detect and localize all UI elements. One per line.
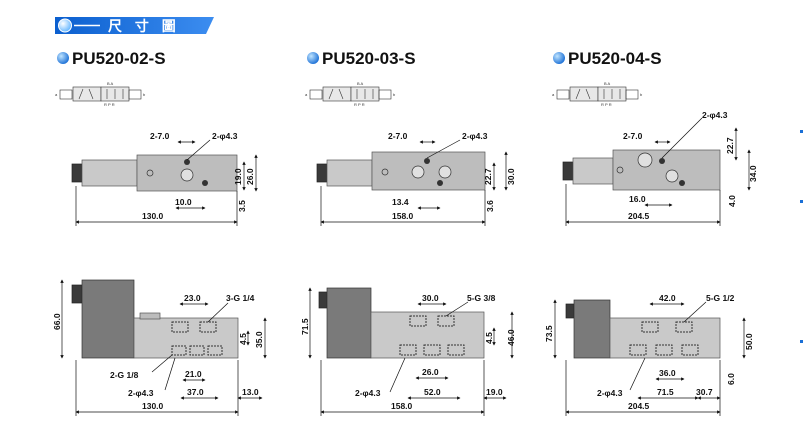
svg-text:3.6: 3.6 (485, 200, 495, 212)
svg-text:66.0: 66.0 (52, 313, 62, 330)
svg-text:2-φ4.3: 2-φ4.3 (462, 131, 488, 141)
svg-text:16.0: 16.0 (629, 194, 646, 204)
svg-text:158.0: 158.0 (391, 401, 413, 411)
svg-text:34.0: 34.0 (748, 165, 758, 182)
svg-text:10.0: 10.0 (175, 197, 192, 207)
svg-text:73.5: 73.5 (544, 325, 554, 342)
svg-text:30.0: 30.0 (506, 168, 516, 185)
svg-text:50.0: 50.0 (744, 333, 754, 350)
svg-text:2-φ4.3: 2-φ4.3 (212, 131, 238, 141)
svg-text:2-φ4.3: 2-φ4.3 (128, 388, 154, 398)
model-name: PU520-02-S (72, 49, 166, 68)
svg-text:b: b (393, 92, 396, 97)
svg-text:5-G 1/2: 5-G 1/2 (706, 293, 735, 303)
svg-text:71.5: 71.5 (657, 387, 674, 397)
svg-text:204.5: 204.5 (628, 401, 650, 411)
svg-text:4.5: 4.5 (484, 332, 494, 344)
svg-text:36.0: 36.0 (659, 368, 676, 378)
bullet-icon (553, 52, 565, 64)
svg-text:b: b (143, 92, 146, 97)
svg-text:a: a (55, 92, 58, 97)
svg-text:3-G 1/4: 3-G 1/4 (226, 293, 255, 303)
svg-text:B A: B A (357, 81, 364, 86)
svg-text:4.0: 4.0 (727, 195, 737, 207)
svg-text:a: a (305, 92, 308, 97)
svg-text:2-G 1/8: 2-G 1/8 (110, 370, 139, 380)
bullet-icon (58, 18, 72, 33)
svg-text:21.0: 21.0 (185, 369, 202, 379)
svg-text:130.0: 130.0 (142, 401, 164, 411)
svg-text:204.5: 204.5 (628, 211, 650, 221)
model-name: PU520-04-S (568, 49, 662, 68)
top-view-1: 130.0 2-7.0 2-φ4.3 10.0 19.0 26.0 3.5 (71, 131, 258, 226)
svg-text:130.0: 130.0 (142, 211, 164, 221)
svg-text:37.0: 37.0 (187, 387, 204, 397)
valve-symbol-1: a b B A R P R (55, 81, 146, 107)
svg-text:2-φ4.3: 2-φ4.3 (702, 110, 728, 120)
svg-text:22.7: 22.7 (725, 137, 735, 154)
svg-text:3.5: 3.5 (237, 200, 247, 212)
svg-text:26.0: 26.0 (245, 168, 255, 185)
svg-text:30.0: 30.0 (422, 293, 439, 303)
svg-text:2-7.0: 2-7.0 (623, 131, 643, 141)
svg-text:2-7.0: 2-7.0 (150, 131, 170, 141)
svg-text:30.7: 30.7 (696, 387, 713, 397)
svg-text:4.5: 4.5 (238, 333, 248, 345)
svg-text:2-φ4.3: 2-φ4.3 (355, 388, 381, 398)
svg-text:R P R: R P R (104, 102, 115, 107)
svg-text:13.4: 13.4 (392, 197, 409, 207)
svg-text:B A: B A (604, 81, 611, 86)
valve-symbol-3: a b B A R P R (552, 81, 643, 107)
valve-symbol-2: a b B A R P R (305, 81, 396, 107)
svg-text:2-7.0: 2-7.0 (388, 131, 408, 141)
svg-text:23.0: 23.0 (184, 293, 201, 303)
bullet-icon (307, 52, 319, 64)
page-edge-marks (800, 130, 803, 343)
svg-text:2-φ4.3: 2-φ4.3 (597, 388, 623, 398)
svg-text:22.7: 22.7 (483, 168, 493, 185)
svg-text:13.0: 13.0 (242, 387, 259, 397)
section-title: 尺 寸 圖 (108, 18, 180, 35)
svg-text:46.0: 46.0 (506, 329, 516, 346)
front-view-2: 71.5 158.0 30.0 5-G 3/8 4.5 46.0 26.0 2-… (300, 287, 516, 416)
top-view-3: 204.5 2-7.0 2-φ4.3 16.0 22.7 34.0 4.0 (562, 110, 758, 226)
svg-text:R P R: R P R (601, 102, 612, 107)
svg-text:5-G 3/8: 5-G 3/8 (467, 293, 496, 303)
svg-text:35.0: 35.0 (254, 331, 264, 348)
svg-text:R P R: R P R (354, 102, 365, 107)
svg-text:19.0: 19.0 (233, 168, 243, 185)
svg-text:26.0: 26.0 (422, 367, 439, 377)
svg-text:158.0: 158.0 (392, 211, 414, 221)
bullet-icon (57, 52, 69, 64)
svg-text:71.5: 71.5 (300, 318, 310, 335)
model-title-2: PU520-03-S (307, 49, 416, 68)
svg-text:42.0: 42.0 (659, 293, 676, 303)
section-header: 尺 寸 圖 (55, 17, 214, 35)
front-view-3: 73.5 204.5 42.0 5-G 1/2 50.0 6.0 36.0 2-… (544, 293, 754, 416)
svg-text:19.0: 19.0 (486, 387, 503, 397)
front-view-1: 66.0 130.0 23.0 3-G 1/4 4.5 35.0 2-G 1/8… (52, 279, 267, 416)
svg-text:a: a (552, 92, 555, 97)
svg-text:b: b (640, 92, 643, 97)
model-name: PU520-03-S (322, 49, 416, 68)
svg-text:52.0: 52.0 (424, 387, 441, 397)
model-title-3: PU520-04-S (553, 49, 662, 68)
svg-text:6.0: 6.0 (726, 373, 736, 385)
svg-text:B A: B A (107, 81, 114, 86)
model-title-1: PU520-02-S (57, 49, 166, 68)
top-view-2: 158.0 2-7.0 2-φ4.3 13.4 22.7 30.0 3.6 (316, 131, 516, 226)
